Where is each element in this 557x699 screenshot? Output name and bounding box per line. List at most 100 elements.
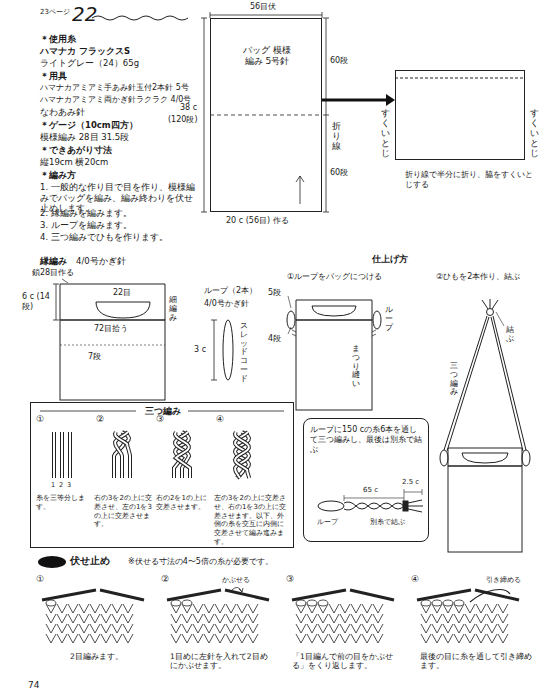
finishing-figure-1 — [296, 320, 372, 410]
label: 7段 — [88, 352, 101, 362]
loop-figure — [223, 320, 233, 380]
label: 右の3を2の上に交差させ、左の1を3の上に交差させます。 — [94, 494, 152, 529]
edging-figure — [60, 320, 165, 400]
label: 3. ループを編みます。 — [40, 220, 132, 231]
label: ※伏せる寸法の4〜5倍の糸が必要です。 — [128, 557, 273, 567]
label: 3 c — [194, 345, 206, 355]
braid-strand — [235, 432, 249, 478]
knit-stitches — [171, 604, 258, 643]
bound-stitch — [443, 600, 453, 606]
loop-figure — [211, 320, 217, 380]
dimension-lines — [296, 176, 304, 204]
braid-strand — [235, 432, 249, 478]
bound-stitch — [182, 600, 192, 606]
braid-strand — [235, 432, 249, 478]
label: 左の3を2の上に交差させ、右の1を3の上に交差させます。以下、外側の糸を交互に内… — [214, 494, 290, 547]
header-rule — [92, 16, 188, 20]
finishing-figure-2 — [482, 299, 498, 309]
label: かぶせる — [222, 576, 250, 585]
label: 模様編み 28目 31.5段 — [40, 132, 129, 143]
label: 22 — [72, 2, 97, 27]
knit-stitches — [421, 604, 508, 643]
finishing-figure-2 — [440, 299, 530, 552]
yarn-tail — [470, 590, 510, 603]
knitting-needle — [100, 590, 144, 600]
label: 4段 — [268, 334, 281, 344]
finishing-figure-1 — [292, 330, 376, 336]
finishing-figure-1 — [287, 296, 381, 410]
folded-bag-detail — [395, 78, 525, 79]
label: 4/0号かぎ針 — [204, 299, 249, 309]
braid-strand — [175, 432, 189, 478]
label: ループ（2本） — [204, 286, 257, 296]
finishing-figure-1 — [296, 300, 372, 320]
bound-stitch — [46, 600, 56, 606]
bind-off-header — [38, 556, 66, 568]
label: 三つ編み — [450, 362, 458, 397]
knitting-needle — [475, 590, 519, 600]
label: 結ぶ — [506, 326, 514, 344]
label: 伏せ止め — [70, 555, 110, 568]
label: 鎖28目作る — [32, 268, 74, 278]
folded-bag: すくいとじすくいとじ — [395, 70, 525, 160]
label: 38 c — [180, 103, 197, 113]
finishing-figure-2 — [462, 453, 508, 463]
edging-figure — [53, 284, 59, 320]
bound-stitch — [296, 600, 306, 606]
node-text: ループに150 cの糸6本を通して三つ編みし、最後は別糸で結ぶ — [310, 425, 422, 455]
label: ① — [36, 574, 44, 585]
braid-strand — [60, 432, 64, 478]
label: ①ループをバッグにつける — [287, 272, 382, 282]
braid-detail — [344, 502, 404, 509]
braid-strand — [235, 432, 249, 478]
edging-figure — [60, 345, 165, 346]
finishing-figure-2 — [448, 448, 522, 466]
finishing-figure-2 — [496, 312, 504, 326]
label: 74 — [28, 680, 39, 691]
label: 2. 縁編みを編みます。 — [40, 208, 132, 219]
braid-detail — [403, 501, 408, 511]
bound-stitch — [432, 600, 442, 606]
label: 縦19cm 横20cm — [40, 157, 108, 168]
label: 60段 — [330, 56, 348, 66]
dimension-lines — [201, 12, 329, 212]
bind-off-header — [38, 556, 66, 568]
label: 20 c (56目) 作る — [226, 216, 289, 226]
label: 72目拾う — [94, 324, 128, 334]
label: 別糸で結ぶ — [370, 518, 405, 527]
knitting-needle — [350, 590, 394, 600]
label: 折り線で半分に折り、脇をすくいとじする — [405, 170, 535, 190]
label: 糸を三等分します。 — [36, 494, 86, 512]
finishing-figure-1 — [373, 311, 381, 329]
label: ハマナカアミアミ両かぎ針ラクラク 4/0号 — [40, 95, 191, 105]
label: ＊編み方 — [40, 170, 76, 181]
label: 縁編み — [40, 256, 67, 267]
label: 6 c (14段) — [22, 292, 52, 312]
bound-stitch — [318, 600, 328, 606]
label: ③ — [286, 574, 294, 585]
label: ループ — [317, 518, 338, 527]
braid-strand — [69, 432, 71, 478]
label: ライトグレー（24）65g — [40, 58, 139, 69]
label: 5段 — [268, 288, 281, 298]
label: ② — [96, 414, 104, 425]
braid-strand — [175, 432, 190, 478]
label: ③ — [156, 414, 164, 425]
label: ハマナカ フラックスS — [40, 46, 130, 57]
label: 細編み — [169, 296, 177, 322]
label: ＊ゲージ（10cm四方） — [40, 120, 138, 131]
label: 65 c — [363, 486, 378, 495]
finishing-figure-2 — [491, 316, 526, 451]
label: 23ページ — [40, 8, 70, 17]
label: (120段) — [168, 115, 198, 125]
label: ④ — [411, 574, 419, 585]
knitting-needle — [42, 590, 96, 600]
label: スレッドコード — [240, 322, 248, 384]
label: 2.5 c — [402, 478, 419, 487]
bound-stitch — [421, 600, 431, 606]
dimension-lines — [323, 18, 329, 212]
node-text: すくいとじ — [381, 109, 390, 158]
node-text: すくいとじ — [530, 109, 539, 158]
braid-detail — [318, 501, 344, 511]
